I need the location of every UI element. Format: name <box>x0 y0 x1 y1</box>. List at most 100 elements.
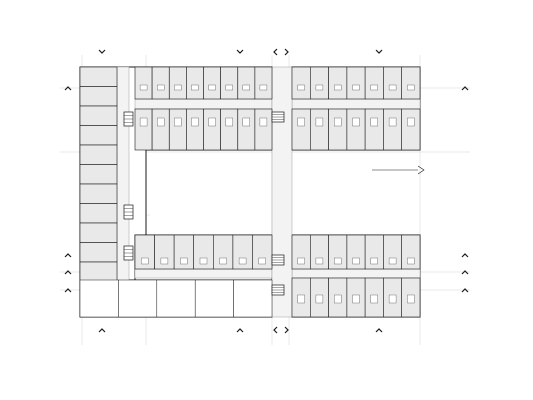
guest-room <box>252 234 273 270</box>
bed <box>370 84 378 91</box>
bed <box>334 84 342 91</box>
bed <box>334 117 342 127</box>
guest-room <box>134 66 153 100</box>
section-arrow-icon <box>98 328 106 333</box>
bed <box>156 84 165 91</box>
bed <box>407 294 415 304</box>
bed <box>238 257 247 265</box>
guest-room <box>79 105 118 126</box>
section-arrow-icon <box>64 253 72 258</box>
bed <box>352 257 360 265</box>
stair-icon <box>123 204 134 220</box>
guest-room <box>79 125 118 146</box>
section-arrow-icon <box>64 288 72 293</box>
bed <box>352 117 360 127</box>
stair-icon <box>123 111 134 127</box>
bed <box>388 294 397 304</box>
bed <box>315 117 324 127</box>
section-arrow-icon <box>273 326 278 334</box>
guest-room <box>169 108 187 151</box>
service-bay <box>233 279 273 318</box>
bed <box>388 117 397 127</box>
guest-room <box>401 66 421 100</box>
section-arrow-icon <box>461 288 469 293</box>
service-bay <box>194 279 234 318</box>
bed <box>334 294 342 304</box>
guest-room <box>220 66 239 100</box>
guest-room <box>79 242 118 263</box>
stair-icon <box>271 254 285 266</box>
bed <box>258 257 266 265</box>
bed <box>407 257 415 265</box>
bed <box>315 84 324 91</box>
section-arrow-icon <box>461 253 469 258</box>
guest-room <box>254 108 273 151</box>
guest-room <box>79 261 118 282</box>
guest-room <box>169 66 187 100</box>
guest-room <box>309 66 329 100</box>
guest-room <box>203 66 221 100</box>
section-arrow-icon <box>375 49 383 54</box>
guest-room <box>237 108 256 151</box>
guest-room <box>291 108 311 151</box>
bed <box>199 257 208 265</box>
bed <box>388 257 397 265</box>
guest-room <box>151 66 170 100</box>
section-arrow-icon <box>273 48 278 56</box>
guest-room <box>383 108 402 151</box>
section-arrow-icon <box>284 48 289 56</box>
bed <box>174 117 182 127</box>
service-bay <box>156 279 196 318</box>
guest-room <box>79 66 118 87</box>
stair-icon <box>271 111 285 123</box>
bed <box>208 117 216 127</box>
service-bay <box>118 279 158 318</box>
bed <box>180 257 188 265</box>
bed <box>370 257 378 265</box>
bed <box>225 117 233 127</box>
guest-room <box>203 108 221 151</box>
section-arrow-icon <box>461 86 469 91</box>
guest-room <box>79 164 118 185</box>
guest-room <box>186 108 204 151</box>
section-arrow-icon <box>461 270 469 275</box>
guest-room <box>79 144 118 165</box>
bed <box>315 294 324 304</box>
guest-room <box>220 108 239 151</box>
service-bay <box>79 279 119 318</box>
bed <box>219 257 227 265</box>
bed <box>242 84 251 91</box>
stair-icon <box>271 284 285 296</box>
guest-room <box>79 203 118 224</box>
guest-room <box>383 66 402 100</box>
guest-room <box>346 66 366 100</box>
bed <box>139 117 148 127</box>
bed <box>388 84 397 91</box>
guest-room <box>254 66 273 100</box>
bed <box>370 117 378 127</box>
guest-room <box>401 234 421 270</box>
guest-room <box>134 108 153 151</box>
room-partitions <box>79 66 421 318</box>
bed <box>352 294 360 304</box>
bed <box>156 117 165 127</box>
bed <box>160 257 169 265</box>
bed <box>139 84 148 91</box>
guest-room <box>364 66 384 100</box>
bed <box>242 117 251 127</box>
bed <box>174 84 182 91</box>
bed <box>297 257 305 265</box>
guest-room <box>151 108 170 151</box>
bed <box>352 84 360 91</box>
bed <box>407 84 415 91</box>
bed <box>315 257 324 265</box>
bed <box>191 117 199 127</box>
guest-room <box>364 108 384 151</box>
corridor <box>271 66 293 318</box>
north-arrow-icon <box>417 165 425 175</box>
guest-room <box>79 183 118 204</box>
room-furniture <box>139 84 415 304</box>
section-arrow-icon <box>236 328 244 333</box>
bed <box>334 257 342 265</box>
